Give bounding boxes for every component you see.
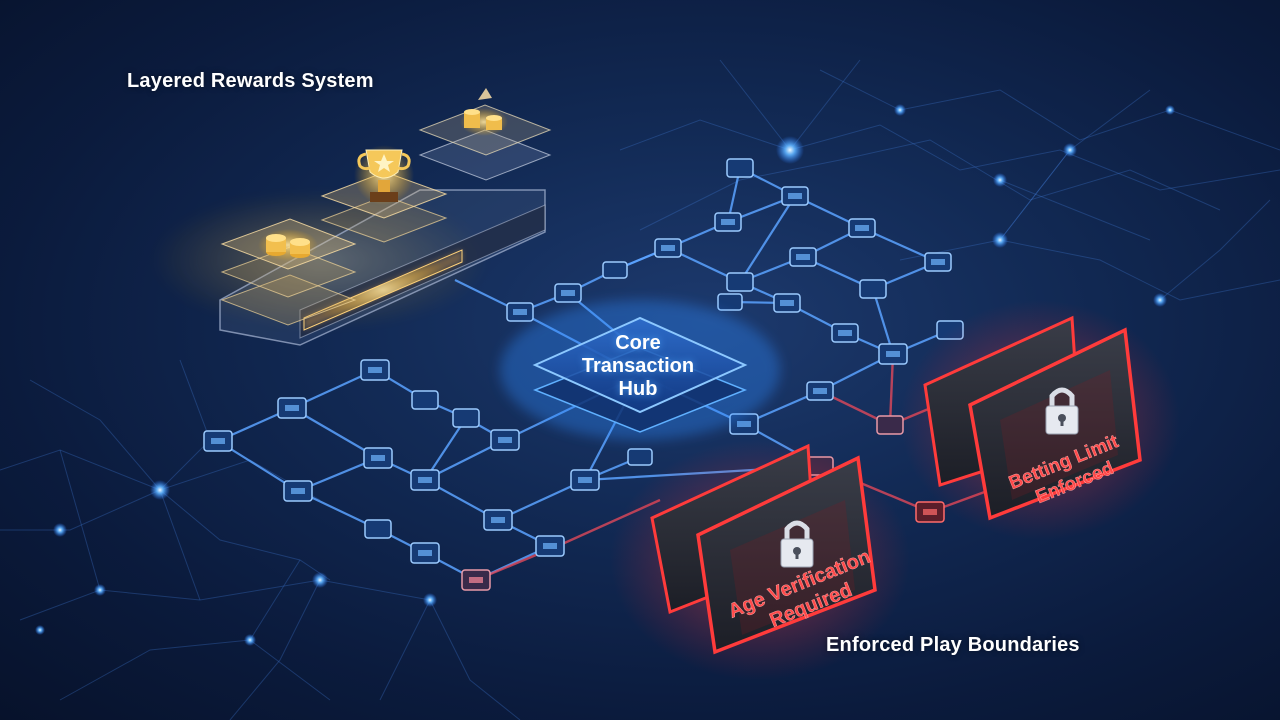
padlock-icon	[1045, 387, 1079, 435]
rewards-system-label: Layered Rewards System	[127, 70, 374, 92]
padlock-icon	[780, 520, 814, 568]
hub-label-line: Transaction	[581, 355, 695, 377]
network-node	[859, 279, 887, 299]
reward-tier-1	[220, 218, 357, 326]
network-node	[806, 381, 834, 401]
network-node	[411, 390, 439, 410]
network-node	[831, 323, 859, 343]
hub-label-line: Hub	[618, 378, 658, 400]
hub-label-line: Core	[615, 332, 661, 354]
network-node	[490, 429, 520, 451]
network-node	[554, 283, 582, 303]
network-node	[714, 212, 742, 232]
network-node	[789, 247, 817, 267]
background-nodes	[35, 104, 1175, 646]
reward-tier-2	[320, 145, 448, 243]
age-verification-barrier: Age Verification Required	[610, 440, 910, 680]
network-node	[410, 542, 440, 564]
network-node	[717, 293, 743, 311]
network-node	[452, 408, 480, 428]
network-node	[876, 415, 904, 435]
network-node	[461, 569, 491, 591]
reward-progress-bar	[303, 249, 463, 331]
network-node	[773, 293, 801, 313]
network-node	[203, 430, 233, 452]
network-node	[848, 218, 876, 238]
network-node	[924, 252, 952, 272]
network-node	[602, 261, 628, 279]
network-node	[283, 480, 313, 502]
network-node	[483, 509, 513, 531]
network-node	[878, 343, 908, 365]
reward-tier-3	[418, 88, 552, 181]
network-node	[506, 302, 534, 322]
network-node	[570, 469, 600, 491]
network-node	[360, 359, 390, 381]
coin-stack-icon	[460, 88, 508, 136]
coin-stack-icon	[258, 229, 318, 261]
network-node	[781, 186, 809, 206]
network-nodes	[203, 158, 964, 591]
network-node	[726, 272, 754, 292]
network-node	[915, 501, 945, 523]
network-node	[364, 519, 392, 539]
trophy-icon	[354, 145, 414, 205]
hub-label: Core Transaction Hub	[548, 332, 728, 401]
network-node	[277, 397, 307, 419]
network-node	[535, 535, 565, 557]
core-transaction-hub	[500, 300, 780, 440]
network-node	[627, 448, 653, 466]
rewards-platform	[150, 88, 552, 346]
betting-limit-barrier: Betting Limit Enforced	[900, 300, 1180, 540]
network-node	[363, 447, 393, 469]
play-boundaries-label: Enforced Play Boundaries	[826, 634, 1080, 656]
network-node	[410, 469, 440, 491]
network-node	[654, 238, 682, 258]
network-node	[726, 158, 754, 178]
